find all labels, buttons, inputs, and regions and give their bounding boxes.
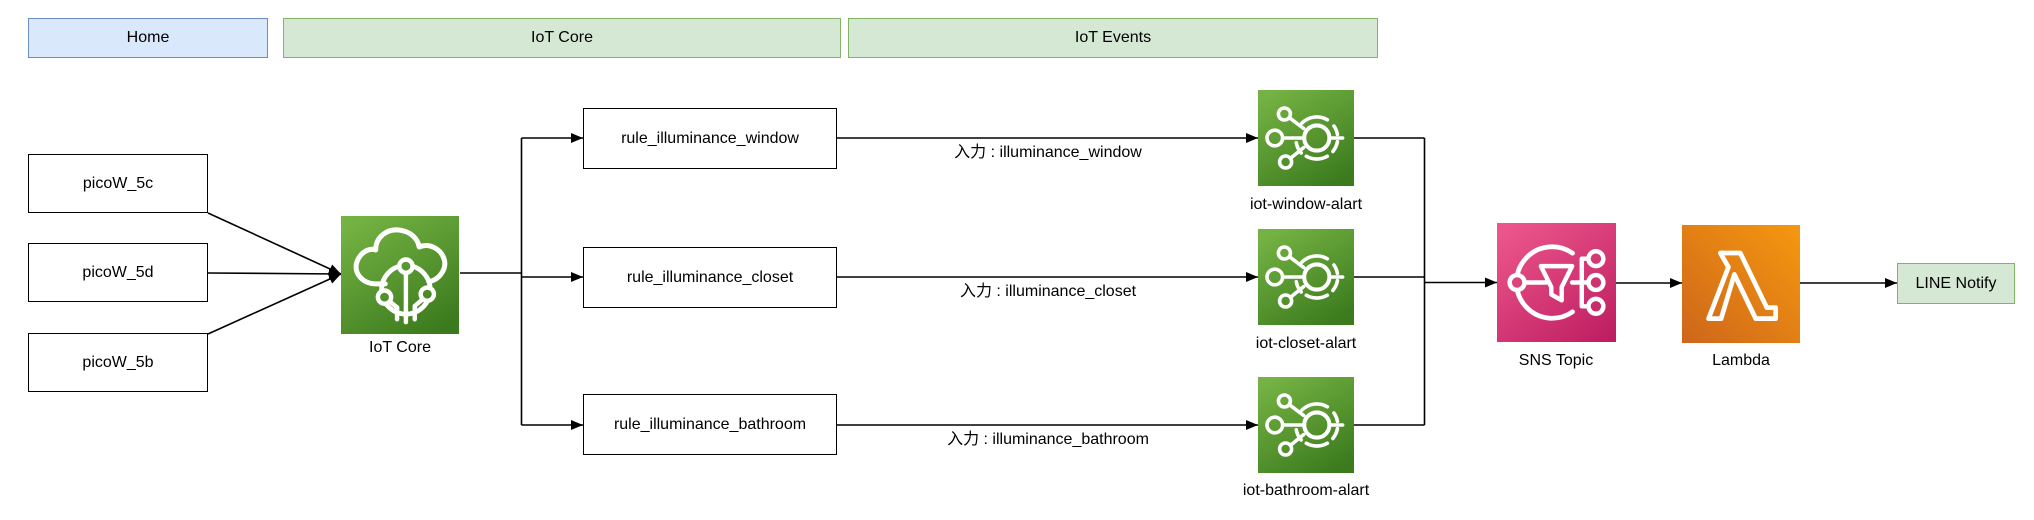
iot-events-caption-closet: iot-closet-alart (1255, 335, 1357, 352)
iot-events-caption-window: iot-window-alart (1249, 196, 1363, 213)
legend-iot-core: IoT Core (283, 18, 841, 58)
rule-box-bathroom: rule_illuminance_bathroom (583, 394, 837, 455)
rule-box-closet: rule_illuminance_closet (583, 247, 837, 308)
lambda-caption: Lambda (1712, 352, 1770, 369)
device-box-picow-5b: picoW_5b (28, 333, 208, 392)
edge-label-closet: 入力 : illuminance_closet (956, 283, 1140, 301)
iot-events-icon-window (1258, 90, 1354, 186)
iot-events-caption-bathroom: iot-bathroom-alart (1242, 482, 1370, 499)
lambda-icon (1682, 225, 1800, 343)
iot-events-icon-closet (1258, 229, 1354, 325)
sns-topic-icon (1497, 223, 1616, 342)
legend-iot-events: IoT Events (848, 18, 1378, 58)
line-notify-box: LINE Notify (1897, 263, 2015, 304)
device-box-picow-5d: picoW_5d (28, 243, 208, 302)
rule-box-window: rule_illuminance_window (583, 108, 837, 169)
lambda-glyph (1706, 250, 1779, 322)
edge-label-window: 入力 : illuminance_window (951, 144, 1145, 162)
iot-core-caption: IoT Core (369, 339, 431, 356)
sns-topic-caption: SNS Topic (1518, 352, 1594, 369)
edge-label-bathroom: 入力 : illuminance_bathroom (944, 431, 1152, 449)
iot-events-icon-bathroom (1258, 377, 1354, 473)
device-box-picow-5c: picoW_5c (28, 154, 208, 213)
iot-core-icon (341, 216, 459, 334)
legend-home: Home (28, 18, 268, 58)
